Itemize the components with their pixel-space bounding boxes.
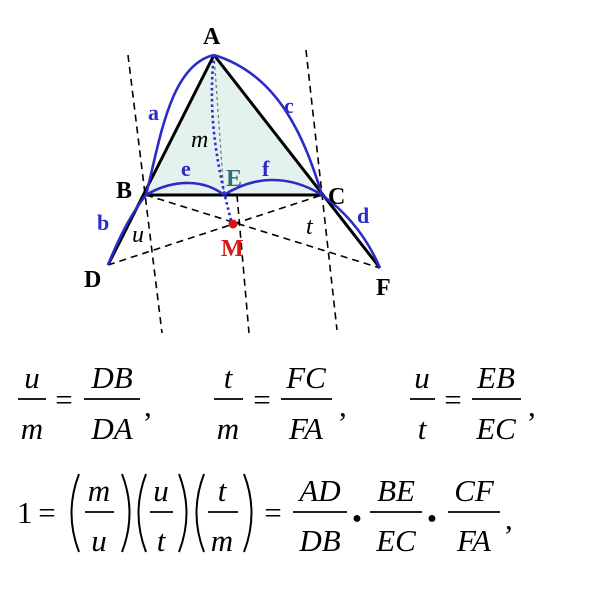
svg-text:=: = — [264, 495, 281, 530]
formula-product-identity: 1 = m u u t t m = AD DB ● BE EC ● CF — [17, 473, 513, 558]
svg-text:,: , — [144, 388, 152, 423]
label-point-m: M — [221, 236, 244, 262]
svg-text:,: , — [339, 388, 347, 423]
label-point-c: C — [328, 184, 345, 210]
label-angle-u: u — [132, 222, 144, 248]
svg-text:DB: DB — [90, 360, 132, 395]
label-arc-f: f — [262, 156, 270, 181]
svg-text:=: = — [253, 382, 270, 417]
label-angle-t: t — [306, 214, 314, 240]
svg-text:t: t — [224, 360, 234, 395]
side-a-f — [212, 54, 382, 269]
svg-text:FA: FA — [456, 523, 492, 558]
dashed-line-right — [305, 49, 338, 331]
label-point-a: A — [203, 24, 221, 50]
svg-text:=: = — [55, 382, 72, 417]
formula-t-over-m: t m = FC FA , — [214, 360, 347, 446]
svg-text:,: , — [505, 501, 513, 536]
arc-d — [321, 193, 382, 269]
dashed-line-b-f — [145, 194, 381, 269]
label-arc-c: c — [284, 93, 294, 118]
arc-b — [106, 194, 148, 266]
svg-text:CF: CF — [454, 473, 495, 508]
arc-e — [145, 181, 225, 197]
svg-text:EB: EB — [476, 360, 515, 395]
svg-text:u: u — [24, 360, 40, 395]
label-arc-b: b — [97, 210, 109, 235]
dashed-line-left — [127, 54, 163, 334]
svg-text:=: = — [38, 495, 55, 530]
svg-text:FC: FC — [285, 360, 326, 395]
arc-c — [213, 53, 324, 196]
dotted-line-a-e — [213, 54, 225, 196]
svg-text:DA: DA — [90, 411, 133, 446]
svg-text:,: , — [528, 388, 536, 423]
svg-text:1: 1 — [17, 495, 33, 530]
svg-text:EC: EC — [375, 523, 416, 558]
label-arc-e: e — [181, 156, 191, 181]
svg-text:u: u — [153, 473, 169, 508]
svg-text:t: t — [418, 411, 428, 446]
arc-f — [223, 178, 323, 197]
svg-text:●: ● — [352, 510, 362, 527]
triangle-abc-fill — [146, 55, 322, 195]
point-m-dot — [228, 219, 238, 229]
dashed-line-middle — [236, 194, 250, 334]
svg-text:u: u — [91, 523, 107, 558]
svg-text:m: m — [21, 411, 43, 446]
svg-text:t: t — [157, 523, 167, 558]
label-arc-a: a — [148, 100, 159, 125]
formula-u-over-m: u m = DB DA , — [18, 360, 152, 446]
svg-text:m: m — [217, 411, 239, 446]
label-point-f: F — [376, 275, 391, 301]
svg-text:u: u — [414, 360, 430, 395]
label-arc-d: d — [357, 203, 369, 228]
svg-text:●: ● — [427, 510, 437, 527]
label-point-e: E — [226, 166, 242, 192]
svg-text:BE: BE — [377, 473, 415, 508]
dashed-line-d-c — [107, 194, 323, 266]
label-angle-m: m — [191, 127, 208, 153]
label-point-b: B — [116, 178, 132, 204]
svg-text:t: t — [218, 473, 228, 508]
svg-text:AD: AD — [297, 473, 340, 508]
svg-text:DB: DB — [298, 523, 340, 558]
formula-u-over-t: u t = EB EC , — [410, 360, 536, 446]
arc-a — [144, 53, 215, 196]
svg-text:=: = — [444, 382, 461, 417]
svg-text:EC: EC — [475, 411, 516, 446]
side-a-d — [106, 54, 216, 266]
svg-text:m: m — [88, 473, 110, 508]
label-point-d: D — [84, 267, 101, 293]
great-circle-arcs — [106, 53, 382, 269]
svg-text:FA: FA — [288, 411, 324, 446]
svg-text:m: m — [211, 523, 233, 558]
